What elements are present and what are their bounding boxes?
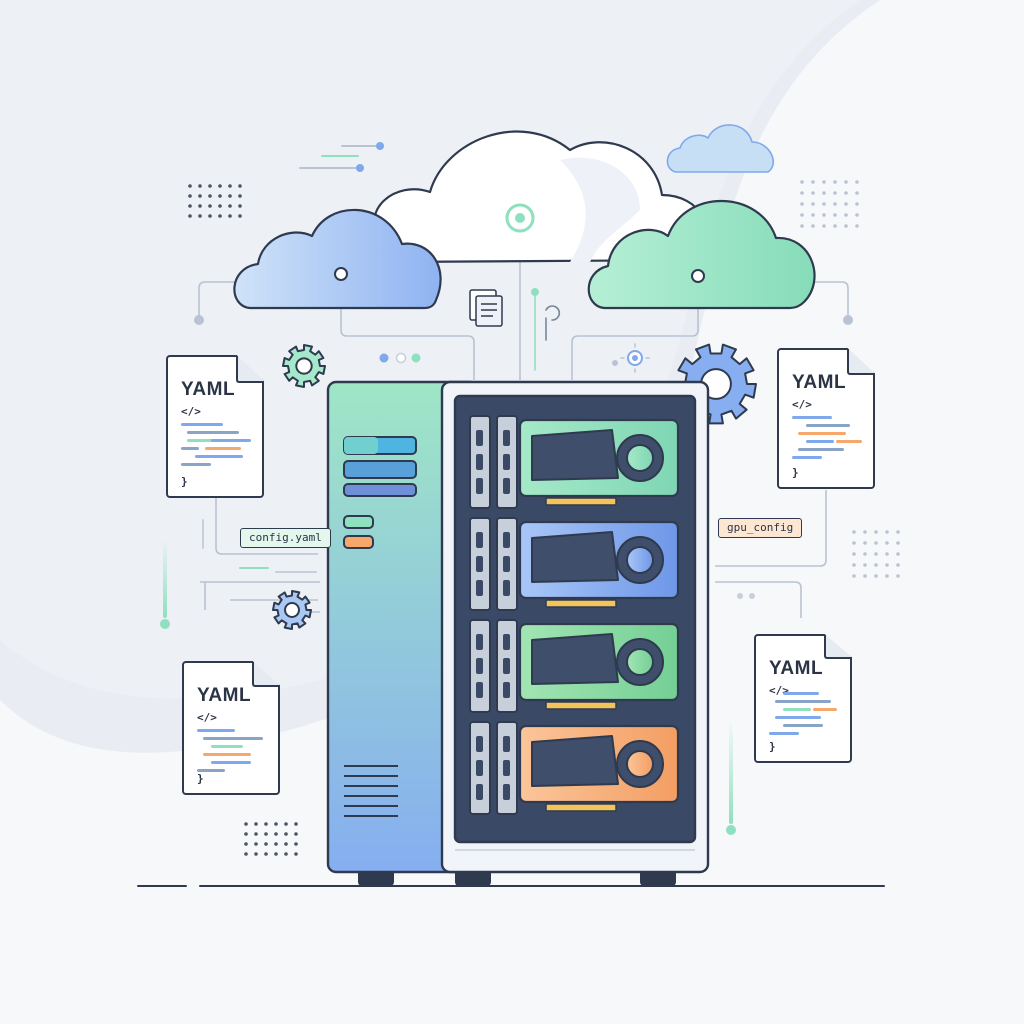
gpu-card-icon xyxy=(469,721,680,815)
code-line xyxy=(197,769,225,772)
code-line xyxy=(783,692,819,695)
vent-grille xyxy=(344,765,398,817)
code-line xyxy=(187,431,239,434)
drive-bays xyxy=(343,436,417,549)
dot-grid xyxy=(852,530,900,578)
code-line xyxy=(798,432,846,435)
code-line xyxy=(806,440,834,443)
cloud-icon xyxy=(233,208,442,310)
code-line xyxy=(187,439,213,442)
code-line xyxy=(195,455,243,458)
code-brace: } xyxy=(197,772,204,785)
gpu-card-icon xyxy=(469,415,680,509)
yaml-file-card: YAML </> } xyxy=(182,661,280,795)
code-line xyxy=(775,716,821,719)
connection-nodes xyxy=(194,315,853,325)
status-dots xyxy=(379,352,421,364)
code-tag-icon: </> xyxy=(792,398,812,411)
code-line xyxy=(181,423,223,426)
code-line xyxy=(181,447,199,450)
code-line xyxy=(203,737,263,740)
code-line xyxy=(775,700,831,703)
cloud-icon xyxy=(587,199,816,310)
code-line xyxy=(211,439,251,442)
code-brace: } xyxy=(769,740,776,753)
gpu-card-icon xyxy=(469,517,680,611)
code-line xyxy=(783,724,823,727)
yaml-title: YAML xyxy=(181,379,236,400)
code-tag-icon: </> xyxy=(769,684,789,697)
cloud-icon xyxy=(666,124,774,173)
dot-grid xyxy=(800,180,859,228)
gpu-card-stack xyxy=(469,415,680,815)
yaml-file-card: YAML </> } xyxy=(754,634,852,763)
code-line xyxy=(197,729,235,732)
code-brace: } xyxy=(792,466,799,479)
code-line xyxy=(769,732,799,735)
code-line xyxy=(806,424,850,427)
code-line xyxy=(798,448,844,451)
code-line xyxy=(813,708,837,711)
gpu-config-label: gpu_config xyxy=(718,518,803,538)
code-brace: } xyxy=(181,475,188,488)
connection-lines xyxy=(198,222,849,618)
code-line xyxy=(792,416,832,419)
yaml-title: YAML xyxy=(792,372,847,393)
code-line xyxy=(783,708,811,711)
speed-lines xyxy=(299,142,384,172)
code-line xyxy=(836,440,862,443)
gear-icon xyxy=(282,344,326,388)
yaml-file-card: YAML </> } xyxy=(777,348,875,489)
cloud-connector-nodes xyxy=(334,203,705,283)
code-line xyxy=(203,753,251,756)
code-line xyxy=(211,761,251,764)
yaml-title: YAML xyxy=(197,685,252,706)
yaml-title: YAML xyxy=(769,658,824,679)
document-icon xyxy=(469,289,503,327)
code-line xyxy=(205,447,241,450)
sync-icon xyxy=(545,305,561,341)
yaml-file-card: YAML </> } xyxy=(166,355,264,498)
code-line xyxy=(792,456,822,459)
code-line xyxy=(181,463,211,466)
config-file-label: config.yaml xyxy=(240,528,331,548)
gear-icon xyxy=(272,590,312,630)
code-tag-icon: </> xyxy=(197,711,217,724)
gpu-card-icon xyxy=(469,619,680,713)
code-line xyxy=(211,745,243,748)
sparkle-icon xyxy=(620,343,650,373)
dot-grid xyxy=(244,822,298,856)
dot-grid xyxy=(188,184,242,218)
code-tag-icon: </> xyxy=(181,405,201,418)
